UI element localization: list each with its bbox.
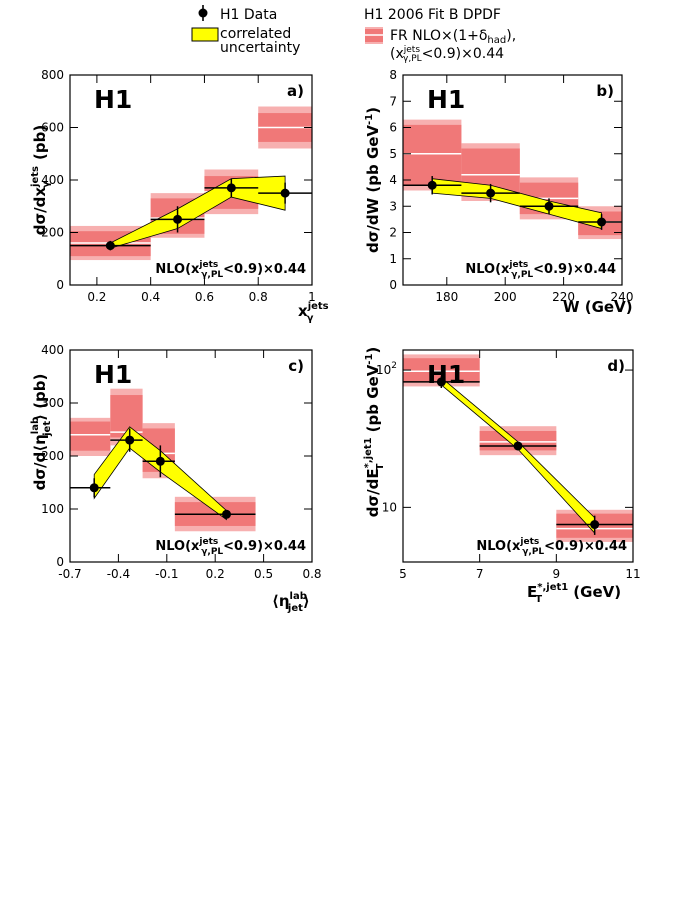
y-tick-label: 0 (389, 278, 397, 292)
h1-logo: H1 (94, 85, 132, 114)
h1-logo: H1 (427, 360, 465, 389)
y-tick-label: 6 (389, 121, 397, 135)
y-tick-label: 10 (382, 500, 397, 514)
y-tick-label: 400 (41, 343, 64, 357)
nlo-inner-box (403, 124, 462, 186)
y-tick-label: 300 (41, 396, 64, 410)
data-point (486, 188, 496, 198)
nlo-inner-box (70, 421, 111, 451)
panel-tag: c) (288, 357, 304, 375)
legend-band-label-2: uncertainty (220, 40, 300, 56)
x-tick-label: 1 (308, 290, 316, 304)
panel-tag: b) (596, 82, 614, 100)
y-tick-label: 200 (41, 449, 64, 463)
ylabel-d: dσ/dE*,jet1T (pb GeV-1) (363, 347, 386, 518)
x-tick-label: 9 (553, 567, 561, 581)
y-tick-label: 0 (56, 278, 64, 292)
y-tick-label: 0 (56, 555, 64, 569)
x-tick-label: -0.4 (107, 567, 130, 581)
panel-tag: a) (287, 82, 304, 100)
x-tick-label: 0.8 (302, 567, 321, 581)
data-point (221, 509, 231, 519)
x-tick-label: 5 (399, 567, 407, 581)
x-tick-label: 11 (625, 567, 640, 581)
x-tick-label: 0.8 (249, 290, 268, 304)
h1-logo: H1 (427, 85, 465, 114)
data-point (590, 520, 600, 530)
data-point (173, 214, 183, 224)
data-point (155, 456, 165, 466)
ylabel-b: dσ/dW (pb GeV-1) (364, 107, 382, 253)
y-tick-label: 3 (389, 199, 397, 213)
y-tick-label: 400 (41, 173, 64, 187)
data-point (427, 180, 437, 190)
h1-logo: H1 (94, 360, 132, 389)
y-tick-label: 1 (389, 252, 397, 266)
nlo-inner-box (403, 358, 480, 382)
data-point (226, 183, 236, 193)
y-tick-label: 4 (389, 173, 397, 187)
y-tick-label: 8 (389, 68, 397, 82)
x-tick-label: 0.5 (254, 567, 273, 581)
correlated-uncertainty-band (109, 175, 286, 249)
data-point (125, 435, 135, 445)
x-tick-label: 180 (435, 290, 458, 304)
x-tick-label: 0.6 (195, 290, 214, 304)
data-point (436, 377, 446, 387)
ylabel-c: dσ/d⟨ηlabjet⟩ (pb) (30, 374, 53, 491)
correlated-uncertainty-band (93, 426, 227, 521)
legend-nlo-swatch (365, 27, 383, 44)
xlabel-b: W (GeV) (563, 298, 633, 316)
x-tick-label: 240 (611, 290, 634, 304)
x-tick-label: 0.4 (141, 290, 160, 304)
x-tick-label: -0.7 (58, 567, 81, 581)
legend-nlo-label-1: FR NLO×(1+δhad), (390, 28, 516, 46)
correlated-uncertainty-band (440, 376, 596, 535)
y-tick-label: 7 (389, 94, 397, 108)
panel-tag: d) (607, 357, 625, 375)
data-point (105, 241, 115, 251)
legend-band-swatch (191, 27, 219, 42)
legend-data-label: H1 Data (220, 7, 277, 23)
plot-frame (402, 349, 634, 563)
x-tick-label: 200 (494, 290, 517, 304)
x-tick-label: 7 (476, 567, 484, 581)
x-tick-label: 0.2 (206, 567, 225, 581)
data-point (513, 441, 523, 451)
x-tick-label: -0.1 (155, 567, 178, 581)
y-tick-label: 600 (41, 121, 64, 135)
legend: H1 Data correlated uncertainty H1 2006 F… (191, 5, 516, 64)
data-point (597, 217, 607, 227)
data-point (544, 201, 554, 211)
legend-band-label-1: correlated (220, 26, 291, 42)
y-tick-label: 200 (41, 226, 64, 240)
y-tick-label: 100 (41, 502, 64, 516)
y-tick-label: 800 (41, 68, 64, 82)
legend-data-marker (198, 5, 208, 21)
y-tick-label: 2 (389, 226, 397, 240)
nlo-inner-box (110, 395, 143, 438)
y-tick-label: 5 (389, 147, 397, 161)
x-tick-label: 0.2 (87, 290, 106, 304)
data-point (89, 483, 99, 493)
x-tick-label: 220 (552, 290, 575, 304)
legend-fit-label: H1 2006 Fit B DPDF (364, 7, 501, 23)
data-point (280, 188, 290, 198)
